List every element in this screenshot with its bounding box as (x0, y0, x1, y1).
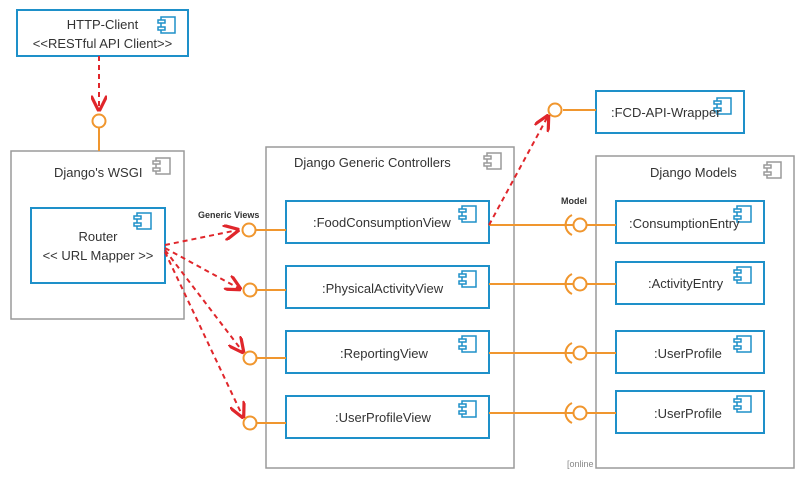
view-label-physical-activity: :PhysicalActivityView (322, 281, 444, 296)
view-box-user-profile (285, 395, 490, 439)
required-interface-socket (564, 214, 573, 236)
models-title: Django Models (650, 165, 737, 180)
entity-label-user-profile-2: :UserProfile (654, 406, 722, 421)
controllers-container (265, 146, 515, 469)
provided-interface (242, 282, 258, 298)
model-label: Model (561, 196, 587, 206)
component-icon (483, 152, 502, 170)
component-icon (458, 270, 477, 288)
fcd-api-wrapper-label: :FCD-API-Wrapper (611, 105, 721, 120)
provided-interface (572, 405, 588, 421)
provided-interface (241, 222, 257, 238)
dependency-router-to-food (164, 230, 238, 246)
provided-interface (547, 102, 563, 118)
component-icon (157, 16, 176, 34)
view-label-reporting: :ReportingView (340, 346, 428, 361)
provided-interface (572, 217, 588, 233)
watermark: [online (567, 459, 594, 469)
component-icon (152, 157, 171, 175)
entity-label-consumption-entry: :ConsumptionEntry (629, 216, 740, 231)
dependency-food-to-fcd (488, 116, 548, 226)
component-icon (713, 97, 732, 115)
provided-interface (242, 415, 258, 431)
wsgi-container (10, 150, 185, 320)
view-box-food-consumption (285, 200, 490, 244)
dependency-router-to-user-profile (164, 251, 243, 417)
component-icon (733, 335, 752, 353)
view-label-user-profile: :UserProfileView (335, 410, 431, 425)
required-interface-socket (564, 342, 573, 364)
router-title: Router (78, 229, 118, 244)
http-client-box (16, 9, 189, 57)
component-icon (733, 266, 752, 284)
component-icon (458, 400, 477, 418)
component-icon (733, 205, 752, 223)
dependency-router-to-activity (164, 247, 240, 289)
generic-views-label: Generic Views (198, 210, 260, 220)
component-icon (133, 212, 152, 230)
entity-label-activity-entry: :ActivityEntry (648, 276, 724, 291)
component-icon (458, 205, 477, 223)
wsgi-title: Django's WSGI (54, 165, 143, 180)
entity-label-user-profile-1: :UserProfile (654, 346, 722, 361)
controllers-title: Django Generic Controllers (294, 155, 451, 170)
fcd-api-wrapper-box (595, 90, 745, 134)
entity-box-consumption-entry (615, 200, 765, 244)
provided-interface (91, 113, 107, 129)
provided-interface (572, 345, 588, 361)
view-box-physical-activity (285, 265, 490, 309)
models-container (595, 155, 795, 469)
component-icon (763, 161, 782, 179)
provided-interface (572, 276, 588, 292)
router-stereotype: << URL Mapper >> (42, 248, 154, 263)
http-client-title: HTTP-Client (66, 17, 139, 32)
component-icon (458, 335, 477, 353)
view-label-food-consumption: :FoodConsumptionView (313, 215, 451, 230)
component-icon (733, 395, 752, 413)
provided-interface (242, 350, 258, 366)
required-interface-socket (564, 402, 573, 424)
router-box (30, 207, 166, 284)
required-interface-socket (564, 273, 573, 295)
dependency-router-to-reporting (164, 249, 243, 352)
http-client-stereotype: <<RESTful API Client>> (32, 36, 173, 51)
